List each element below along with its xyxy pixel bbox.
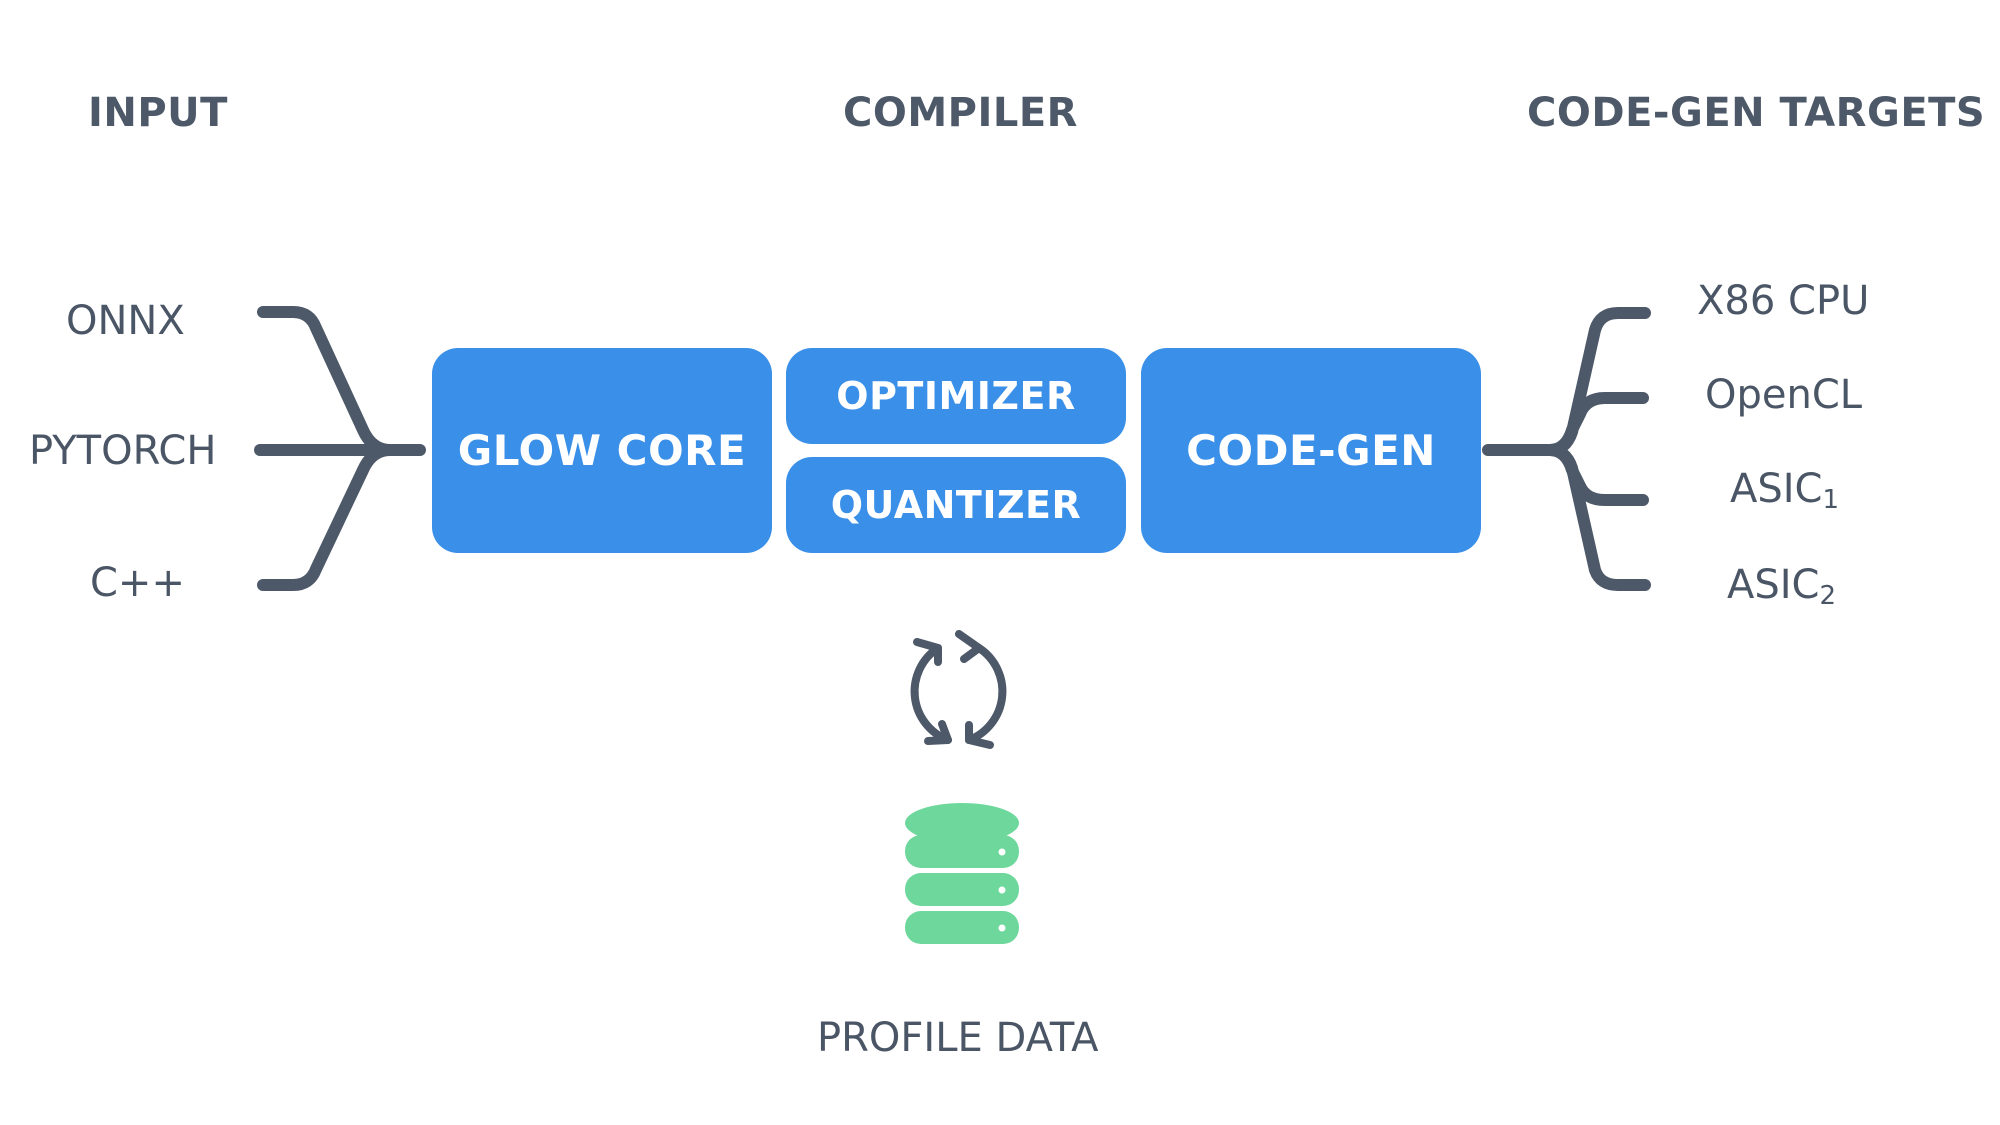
target-asic2: ASIC2 bbox=[1727, 562, 1837, 611]
output-bracket-icon bbox=[1482, 307, 1651, 591]
code-gen-block: CODE-GEN bbox=[1141, 348, 1481, 553]
input-onnx: ONNX bbox=[66, 298, 185, 344]
quantizer-block: QUANTIZER bbox=[786, 457, 1126, 553]
input-bracket-icon bbox=[254, 306, 426, 591]
refresh-cycle-icon bbox=[910, 630, 1007, 749]
heading-compiler: COMPILER bbox=[843, 90, 1078, 136]
heading-code-gen-targets: CODE-GEN TARGETS bbox=[1527, 90, 1986, 136]
glow-core-block: GLOW CORE bbox=[432, 348, 772, 553]
target-asic1: ASIC1 bbox=[1730, 466, 1840, 515]
target-asic2-sub: 2 bbox=[1819, 581, 1837, 611]
profile-data-label: PROFILE DATA bbox=[817, 1015, 1099, 1061]
target-asic1-sub: 1 bbox=[1822, 485, 1840, 515]
target-x86-cpu: X86 CPU bbox=[1697, 278, 1870, 324]
input-cpp: C++ bbox=[90, 560, 185, 606]
optimizer-block: OPTIMIZER bbox=[786, 348, 1126, 444]
target-asic2-base: ASIC bbox=[1727, 562, 1820, 608]
target-opencl: OpenCL bbox=[1705, 372, 1863, 418]
target-asic1-base: ASIC bbox=[1730, 466, 1823, 512]
database-icon bbox=[905, 803, 1019, 944]
input-pytorch: PYTORCH bbox=[29, 428, 217, 474]
heading-input: INPUT bbox=[88, 90, 228, 136]
